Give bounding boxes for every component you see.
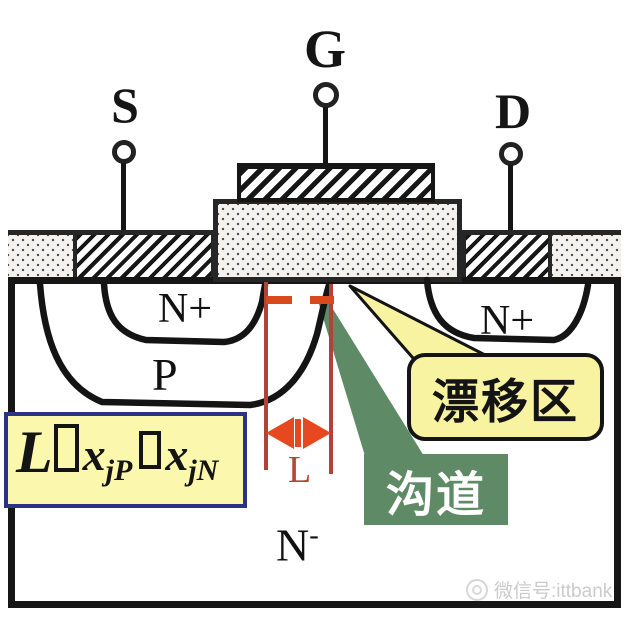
gate-wire [323,107,328,164]
source-metal-contact [73,230,215,282]
formula-term-xjn: xjN [165,429,219,488]
drain-terminal-circle [499,142,523,166]
gate-terminal-label: G [303,19,346,79]
drift-region-callout: 漂移区 [407,353,604,441]
missing-glyph-box [139,431,162,469]
drain-wire [508,165,513,232]
field-oxide-left [8,230,73,282]
watermark: 微信号:ittbank [466,576,612,603]
formula-lhs: L [16,419,53,485]
source-wire [121,163,126,232]
n-minus-region-label: N- [276,519,319,571]
watermark-text: 微信号:ittbank [494,581,613,602]
gate-oxide-block [213,199,462,282]
gate-terminal-circle [313,82,339,108]
n-plus-drain-region-label: N+ [480,298,535,344]
missing-glyph-box [53,424,79,472]
source-terminal-label: S [111,77,139,133]
drain-terminal-label: D [494,83,532,139]
gate-electrode [237,163,435,202]
source-terminal-circle [112,140,136,164]
drain-metal-contact [462,230,552,282]
p-well-region-label: P [152,349,178,400]
watermark-logo-icon [466,578,488,601]
field-oxide-right [552,230,621,282]
channel-callout: 沟道 [364,454,508,525]
formula-term-xjp: xjP [82,429,133,488]
n-plus-source-region-label: N+ [158,286,213,332]
channel-length-formula-box: L xjP xjN [4,412,247,508]
channel-length-label: L [288,449,312,491]
